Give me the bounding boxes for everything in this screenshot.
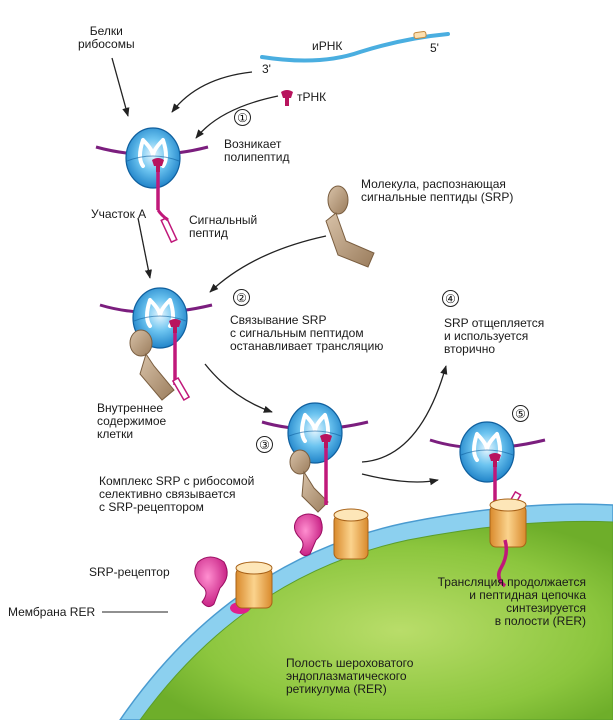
trna-icon [281, 90, 293, 106]
ribosome-proteins-label: Белки рибосомы [78, 24, 135, 51]
flow-arrows [111, 57, 448, 486]
ribosome-3-docking [261, 401, 369, 560]
step1-description: Возникает полипептид [224, 137, 290, 164]
step5-description: Трансляция продолжается и пептидная цепо… [437, 575, 586, 628]
srp-molecule-label: Молекула, распознающая сигнальные пептид… [361, 177, 514, 204]
step2-description: Связывание SRP с сигнальным пептидом ост… [230, 313, 384, 353]
trna-label: тРНК [297, 90, 327, 104]
srp-receptor-complex [194, 556, 273, 614]
mrna-5prime-label: 5' [430, 41, 439, 55]
step-3-marker: ③ [256, 436, 273, 453]
step4-description: SRP отщепляется и используется вторично [444, 316, 545, 356]
ribosome-2-with-srp [99, 286, 213, 402]
step-5-marker: ⑤ [512, 405, 529, 422]
step-1-marker: ① [234, 109, 251, 126]
step-2-marker: ② [233, 289, 250, 306]
srp-receptor-label: SRP-рецептор [89, 565, 170, 579]
site-a-label: Участок А [91, 207, 147, 221]
signal-peptide-label: Сигнальный пептид [189, 213, 258, 240]
mrna-3prime-label: 3' [262, 62, 271, 76]
mrna-label: иРНК [312, 39, 343, 53]
mrna-5prime-cap [413, 30, 427, 40]
rer-membrane-label: Мембрана RER [8, 605, 96, 619]
ribosome-1 [95, 126, 209, 244]
step3-description: Комплекс SRP с рибосомой селективно связ… [99, 474, 255, 514]
ribosome-5-translating [429, 420, 546, 588]
srp-molecule-free [325, 185, 375, 268]
rer-lumen [139, 520, 613, 720]
cell-interior-label: Внутреннее содержимое клетки [97, 401, 167, 441]
rer-lumen-label: Полость шероховатого эндоплазматического… [286, 656, 414, 696]
step-4-marker: ④ [442, 290, 459, 307]
